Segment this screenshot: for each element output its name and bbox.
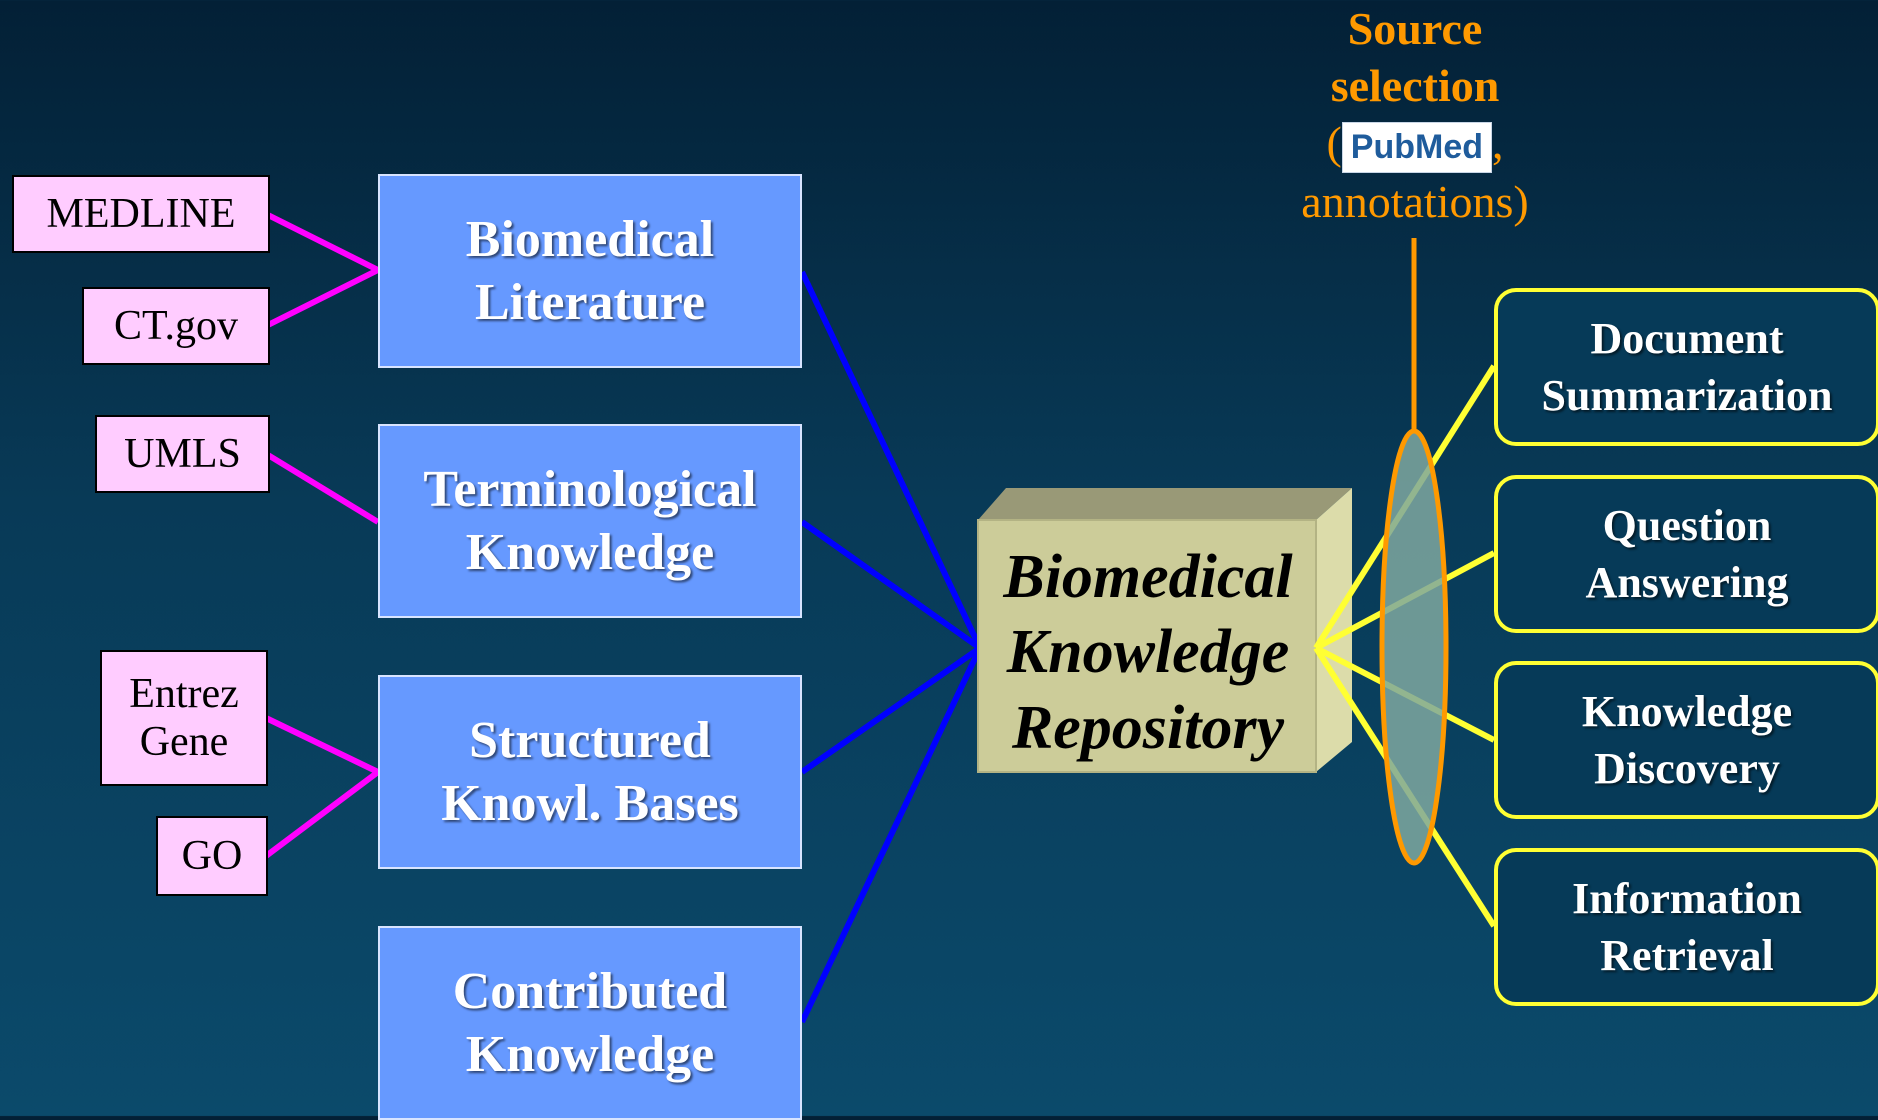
app-label-line1: Knowledge	[1581, 686, 1793, 736]
connector-structured	[800, 645, 982, 775]
category-label-line1: Terminological	[423, 460, 757, 518]
selection-lens	[1379, 428, 1449, 866]
repository-block	[977, 488, 1352, 773]
connector-umls	[266, 452, 380, 525]
app-label-line2: Answering	[1585, 558, 1789, 607]
source-selection-line3: (PubMed,	[1240, 114, 1590, 173]
open-paren: (	[1326, 117, 1342, 169]
source-selection-label: Source selection (PubMed, annotations)	[1240, 0, 1590, 230]
category-structured-knowledge-bases: Structured Knowl. Bases	[378, 675, 802, 869]
connector-ctgov	[266, 267, 380, 328]
source-umls: UMLS	[95, 415, 270, 493]
category-label-line2: Knowledge	[465, 524, 715, 581]
repository-front-face	[977, 519, 1317, 773]
source-selection-line2: selection	[1330, 60, 1500, 112]
category-biomedical-literature: Biomedical Literature	[378, 174, 802, 368]
connector-entrez	[264, 715, 380, 775]
category-label-line2: Knowl. Bases	[441, 775, 739, 832]
repository-label: Biomedical Knowledge Repository	[980, 528, 1316, 778]
category-label-line1: Contributed	[452, 962, 728, 1020]
pubmed-logo: PubMed	[1341, 122, 1493, 173]
app-label-line2: Retrieval	[1600, 931, 1774, 980]
source-medline-label: MEDLINE	[46, 190, 236, 237]
source-entrez-label-line1: Entrez	[129, 670, 239, 717]
source-ctgov: CT.gov	[82, 287, 270, 365]
connector-go	[264, 769, 380, 859]
source-go: GO	[156, 816, 268, 896]
category-label-line2: Knowledge	[465, 1026, 715, 1083]
repository-top-face	[978, 488, 1352, 520]
category-label-line2: Literature	[474, 274, 706, 331]
connector-medline	[266, 212, 380, 273]
app-label-line1: Document	[1590, 313, 1784, 363]
repository-label-line2: Knowledge	[1006, 618, 1290, 687]
app-label-line1: Information	[1572, 873, 1802, 923]
connector-contributed	[799, 646, 983, 1024]
category-contributed-knowledge: Contributed Knowledge	[378, 926, 802, 1120]
repository-label-line1: Biomedical	[1003, 542, 1293, 611]
repository-label-line3: Repository	[1011, 693, 1285, 762]
app-information-retrieval: Information Retrieval	[1494, 848, 1878, 1006]
category-label-line1: Structured	[469, 711, 711, 769]
app-document-summarization: Document Summarization	[1494, 288, 1878, 446]
category-terminological-knowledge: Terminological Knowledge	[378, 424, 802, 618]
app-question-answering: Question Answering	[1494, 475, 1878, 633]
logo-comma: ,	[1492, 117, 1504, 169]
repository-side-face	[1316, 488, 1352, 772]
source-umls-label: UMLS	[124, 430, 241, 477]
source-selection-line4: annotations)	[1301, 175, 1529, 227]
category-label-line1: Biomedical	[465, 210, 715, 268]
app-label-line1: Question	[1602, 500, 1772, 550]
source-ctgov-label: CT.gov	[113, 302, 239, 349]
source-entrez-gene: Entrez Gene	[100, 650, 268, 786]
source-go-label: GO	[181, 832, 243, 879]
source-selection-line1: Source	[1347, 3, 1483, 54]
connector-terminological	[800, 519, 982, 651]
app-label-line2: Discovery	[1594, 744, 1780, 793]
category-connectors	[799, 270, 983, 1024]
app-knowledge-discovery: Knowledge Discovery	[1494, 661, 1878, 819]
source-connectors	[264, 212, 380, 859]
source-medline: MEDLINE	[12, 175, 270, 253]
app-label-line2: Summarization	[1541, 371, 1833, 420]
connector-literature	[799, 270, 983, 650]
source-entrez-label-line2: Gene	[139, 719, 229, 765]
